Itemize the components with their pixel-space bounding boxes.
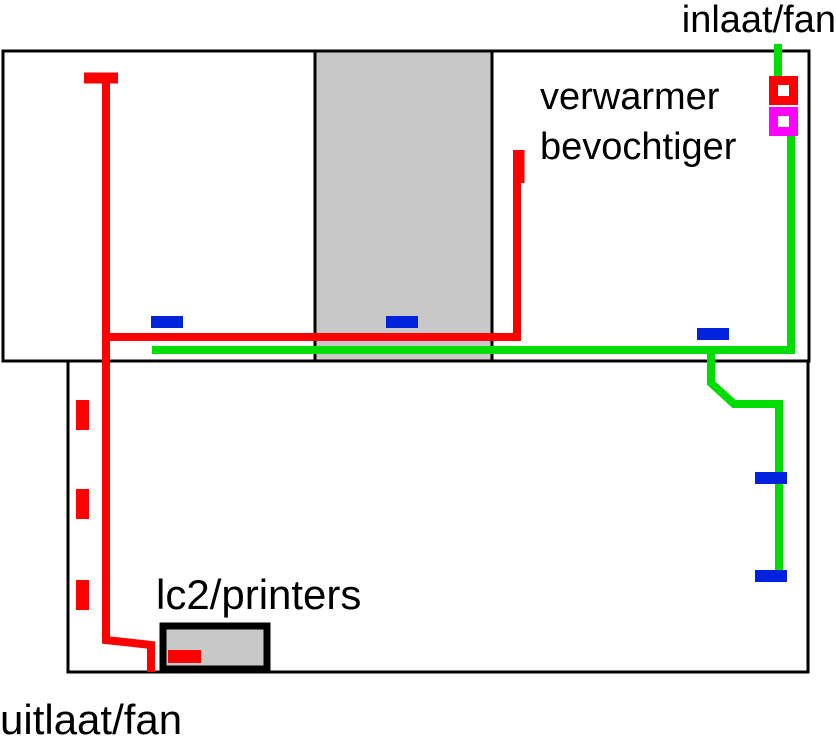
printers-exhaust-vent (168, 650, 201, 663)
sensor-marker (697, 328, 729, 340)
sensor-marker (151, 316, 183, 328)
wall-vent (76, 489, 89, 519)
sensor-marker (755, 472, 787, 484)
top-right-room (490, 49, 811, 363)
humidifier-label: bevochtiger (540, 126, 737, 168)
rooms (1, 49, 811, 674)
heater-label: verwarmer (540, 76, 720, 118)
sensors (151, 316, 787, 582)
supply-duct-down (152, 132, 795, 354)
printers-label: lc2/printers (156, 571, 361, 618)
supply-duct (152, 44, 795, 575)
wall-vent (76, 400, 89, 430)
sensor-marker (386, 316, 418, 328)
bottom-room (66, 359, 810, 674)
exhaust-duct-main (102, 76, 155, 672)
top-left-room (1, 49, 317, 363)
humidifier-unit (769, 107, 798, 136)
exhaust-duct (84, 72, 525, 672)
inlet-label: inlaat/fan (682, 0, 836, 41)
printers-box (159, 622, 271, 673)
supply-duct-branch (707, 350, 783, 575)
humidifier-core (778, 116, 789, 127)
heater-unit (769, 76, 798, 105)
shaded-middle-room (313, 49, 494, 363)
sensor-marker (755, 570, 787, 582)
outlet-label: uitlaat/fan (0, 696, 182, 738)
wall-vents (76, 400, 89, 610)
wall-vent (76, 580, 89, 610)
exhaust-duct-branch (106, 150, 521, 341)
heater-core (778, 85, 789, 96)
